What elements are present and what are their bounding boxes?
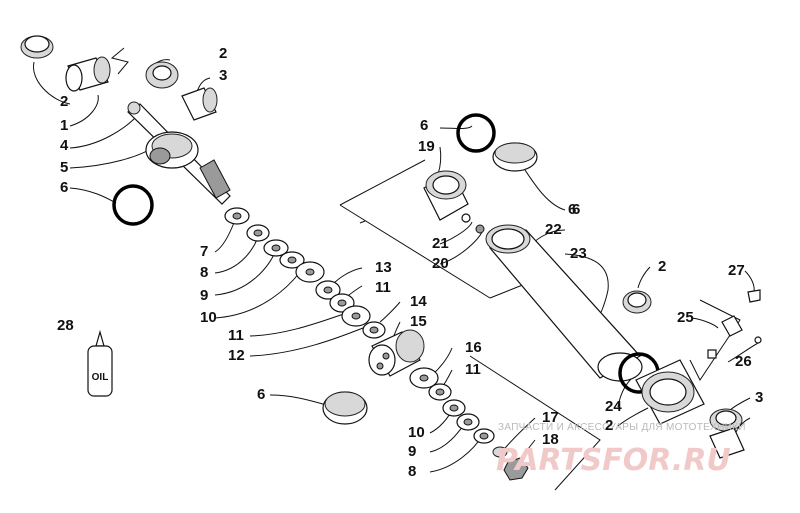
bushing-2-bottom (709, 408, 745, 459)
callout-label: 11 (375, 279, 391, 296)
bushing-2-right (622, 290, 652, 314)
callout-label: 8 (200, 264, 208, 281)
cap-19 (423, 170, 469, 221)
callout-label: 22 (545, 221, 562, 238)
callout-label: 6 (60, 179, 68, 196)
callout-label: 21 (432, 235, 449, 252)
zigzag-line (110, 47, 129, 75)
callout-label: 6 (257, 386, 265, 403)
callout-label: 23 (570, 245, 587, 262)
callout-label: 15 (410, 313, 427, 330)
callout-label: 10 (200, 309, 217, 326)
callout-label: 6 (420, 117, 428, 134)
callout-label: 26 (735, 353, 752, 370)
o-ring-6-top (456, 113, 496, 153)
bottle-oil-label: OIL (92, 372, 109, 383)
o-ring-6-left (112, 184, 154, 226)
callout-label: 2 (605, 417, 613, 434)
callout-label: 3 (755, 389, 763, 406)
callout-label: 11 (465, 361, 481, 378)
callout-label: 4 (60, 137, 69, 154)
callout-label: 20 (432, 255, 449, 272)
callout-label: 10 (408, 424, 425, 441)
callout-label: 7 (200, 243, 208, 260)
upper-bushing-cap (20, 35, 54, 59)
oil-bottle-28: OIL (87, 329, 113, 397)
wear-band-6-right (492, 142, 538, 172)
callout-label: 3 (219, 67, 227, 84)
callout-label: 13 (375, 259, 392, 276)
callout-label: 14 (410, 293, 427, 310)
reservoir-22-23 (485, 224, 643, 382)
sleeve-3-top (181, 87, 218, 121)
shaft-assembly (127, 101, 231, 205)
washer-stack-right (409, 367, 529, 481)
callout-label: 2 (60, 93, 68, 110)
callout-label: 1 (60, 117, 68, 134)
callout-label: 18 (542, 431, 559, 448)
callout-label: 27 (728, 262, 745, 279)
assembly-outline (339, 159, 601, 491)
callout-label: 6 (572, 201, 580, 218)
callout-label: 28 (57, 317, 74, 334)
piston-15 (368, 329, 425, 377)
watermark-text: ЗАПЧАСТИ И АКСЕССУАРЫ ДЛЯ МОТОТЕХНИКИ (498, 422, 746, 433)
callout-label: 6 (568, 201, 576, 218)
callout-label: 25 (677, 309, 694, 326)
callout-label: 9 (200, 287, 208, 304)
callout-label: 8 (408, 463, 416, 480)
watermark-logo: PARTSFOR.RU (496, 443, 731, 478)
callout-label: 11 (228, 327, 244, 344)
callout-label: 9 (408, 443, 416, 460)
callout-label: 2 (658, 258, 666, 275)
seal-21 (461, 213, 471, 223)
callout-label: 16 (465, 339, 482, 356)
bushing-2-top (145, 61, 179, 89)
wear-band-6 (322, 391, 368, 425)
washer-stack-left (224, 207, 386, 339)
end-cap-24 (635, 359, 705, 425)
callout-label: 5 (60, 159, 68, 176)
callout-label: 12 (228, 347, 245, 364)
callout-label: 2 (219, 45, 227, 62)
bracket-outline (689, 299, 741, 381)
callout-label: 17 (542, 409, 559, 426)
fitting-25 (707, 289, 762, 359)
callout-label: 19 (418, 138, 435, 155)
valve-20 (475, 224, 485, 234)
bushing-1 (65, 56, 111, 92)
callout-label: 24 (605, 398, 622, 415)
